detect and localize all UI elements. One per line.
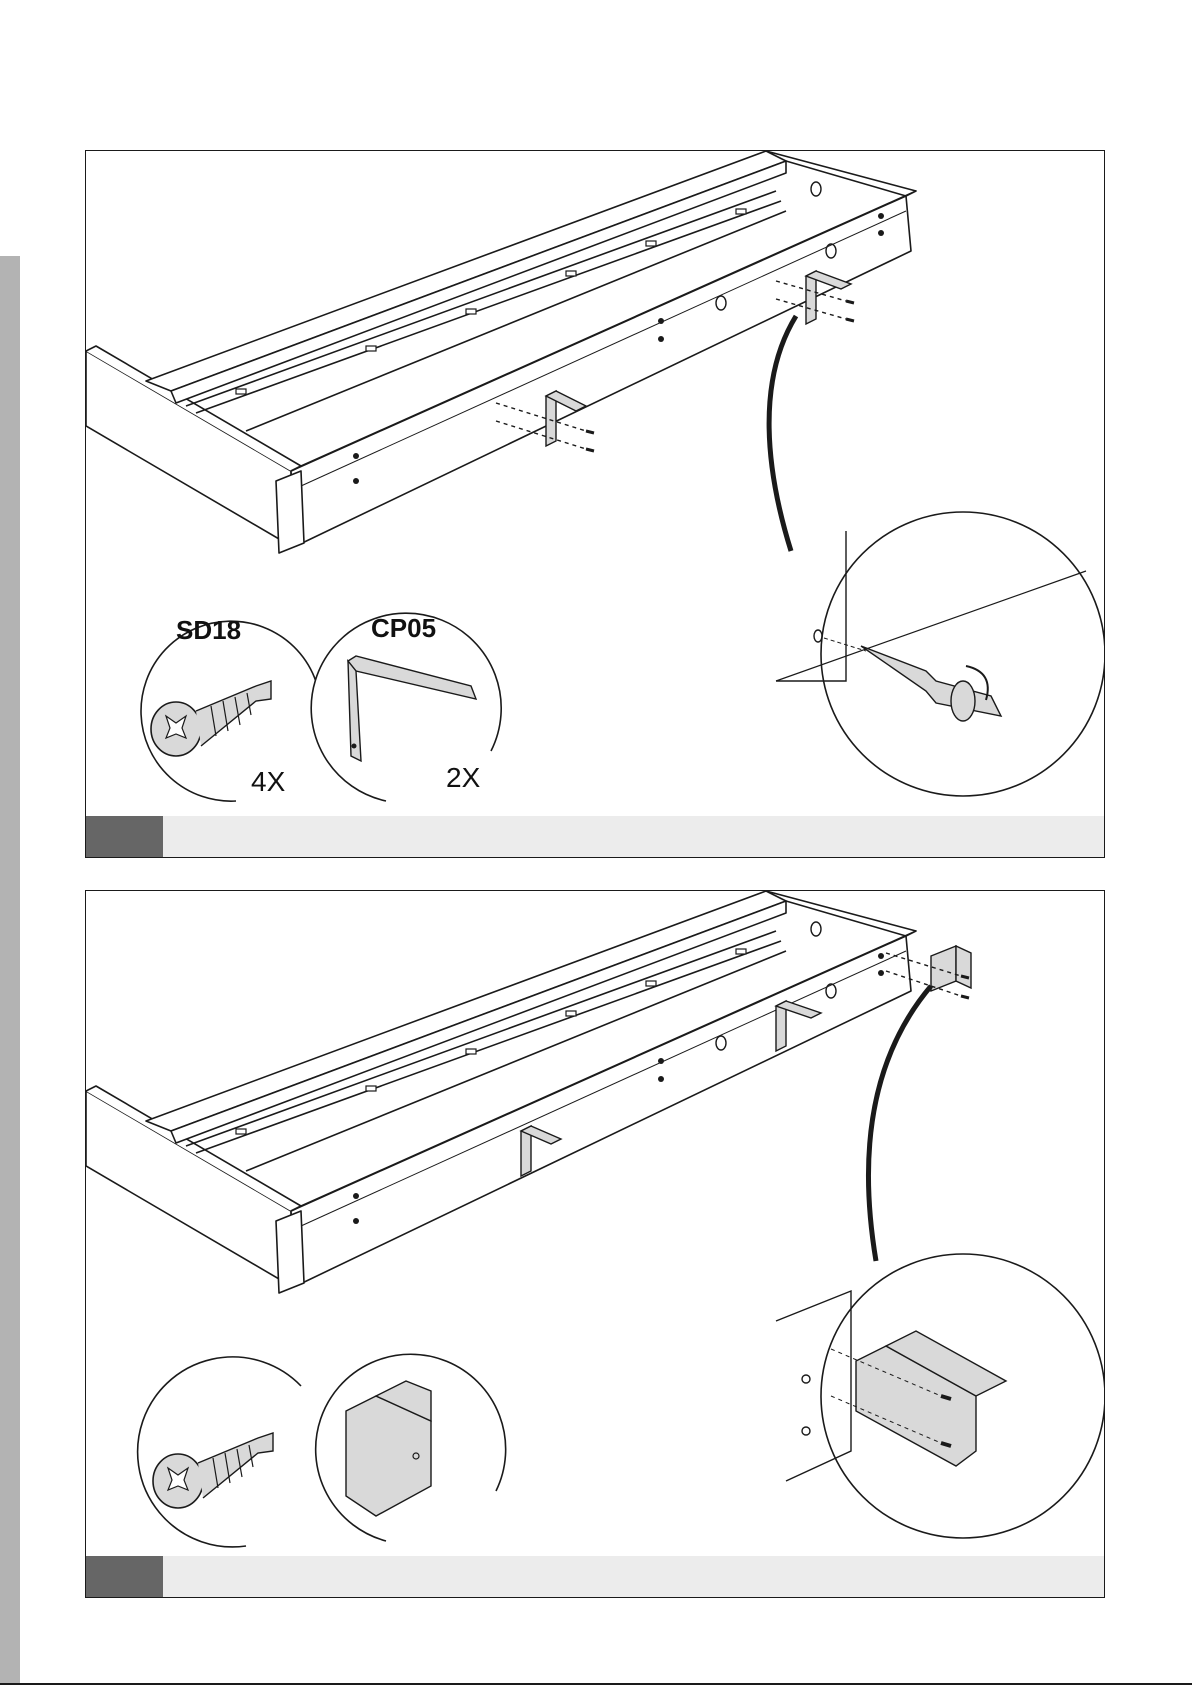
part-callout-screw [138,1357,301,1547]
step-panel-2 [85,890,1105,1598]
part-callout-sd18: SD18 4X [141,615,321,801]
part-code-label: CP05 [371,613,436,643]
step-number [86,1556,163,1597]
part-callout-corner-bracket [316,1354,506,1541]
part-quantity-label: 2X [446,762,481,793]
part-callout-cp05: CP05 2X [311,613,501,801]
corner-bracket-detail-icon [776,1254,1105,1538]
step-bar [86,816,1104,857]
frame-assembly-illustration-2 [86,891,1105,1598]
drill-detail-icon [776,512,1105,796]
step-panel-1: SD18 4X CP05 2X [85,150,1105,858]
step-bar [86,1556,1104,1597]
frame-assembly-illustration-1: SD18 4X CP05 2X [86,151,1105,858]
page-edge-bar [0,256,20,1685]
step-number [86,816,163,857]
part-quantity-label: 4X [251,766,286,797]
part-code-label: SD18 [176,615,241,645]
